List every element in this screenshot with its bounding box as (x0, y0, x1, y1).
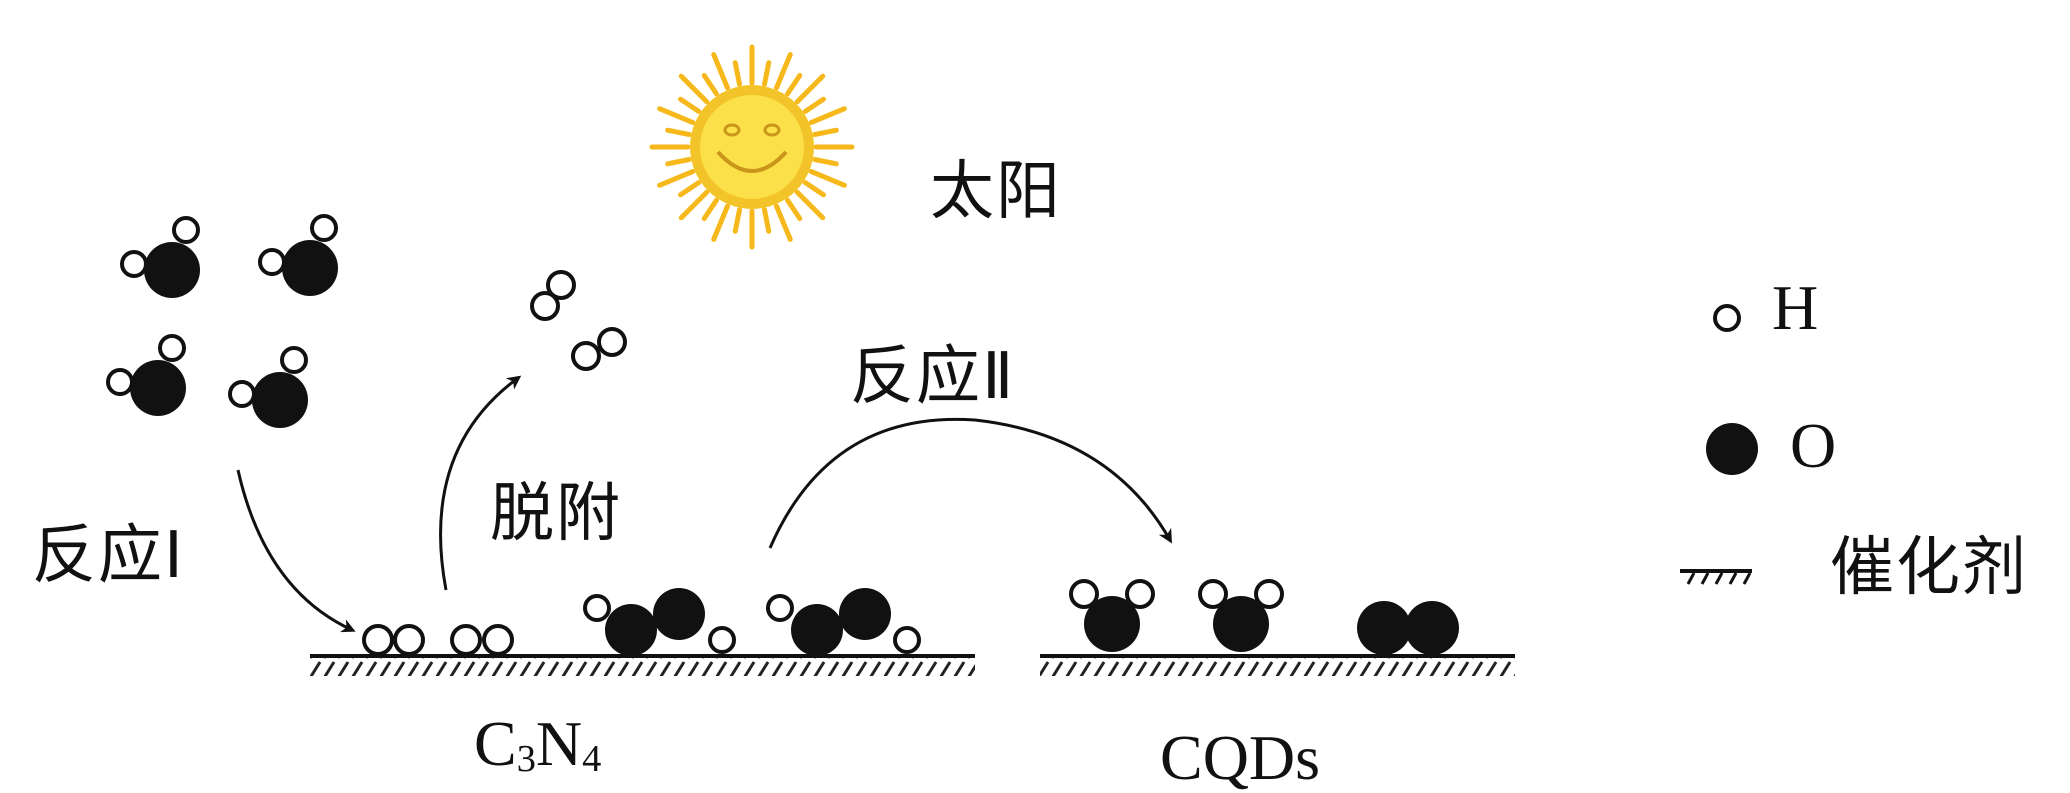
desorption-arrow (439, 375, 522, 591)
sun-ray (732, 60, 743, 87)
sun-ray (794, 73, 826, 105)
legend (1680, 304, 1758, 585)
reaction1-label: 反应Ⅰ (32, 519, 185, 593)
water-molecule (120, 216, 200, 298)
legend-oxygen-label: O (1790, 410, 1837, 481)
h2-molecule (571, 327, 627, 371)
water-molecule (106, 334, 186, 416)
sun-ray (701, 197, 719, 222)
sun-ray (665, 127, 692, 138)
reaction2-label: 反应Ⅱ (850, 340, 1016, 414)
legend-hydrogen-icon (1713, 304, 1741, 332)
sun-ray (812, 127, 839, 138)
sun-ray (812, 156, 839, 167)
sun-ray (808, 106, 847, 126)
sun-ray (808, 168, 847, 188)
sun-ray (761, 207, 772, 234)
sun-ray (678, 73, 710, 105)
oxygen-product (1357, 601, 1459, 655)
sun-ray (794, 189, 826, 221)
sun-ray (701, 72, 719, 97)
desorption-label: 脱附 (490, 477, 622, 551)
sun-ray (711, 203, 731, 242)
c3n4-label: C3N4 (474, 708, 602, 780)
h2o2-molecule (583, 588, 736, 656)
sun-ray (773, 203, 793, 242)
reaction1-arrow (236, 469, 356, 633)
adsorbed-h-atoms (362, 624, 514, 656)
water-product (1198, 579, 1284, 652)
sun-ray (678, 189, 710, 221)
water-molecule (228, 346, 308, 428)
legend-oxygen-icon (1706, 423, 1758, 475)
h2o2-molecule (766, 588, 921, 656)
sun-ray (773, 52, 793, 91)
legend-catalyst-label: 催化剂 (1830, 531, 2028, 605)
sun-ray (665, 156, 692, 167)
sun-ray (802, 180, 827, 198)
sun-ray (732, 207, 743, 234)
sun-ray (677, 180, 702, 198)
water-product (1069, 579, 1155, 652)
sun-ray (802, 96, 827, 114)
sun-ray (677, 96, 702, 114)
sun-ray (657, 168, 696, 188)
hydrogen-molecules-group (530, 270, 627, 371)
reaction2-arrow (768, 417, 1172, 549)
h2-molecule (530, 270, 576, 321)
legend-catalyst-icon (1680, 569, 1752, 585)
sun-ray (785, 72, 803, 97)
cqds-surface (1040, 654, 1515, 676)
sun-label: 太阳 (930, 155, 1062, 229)
c3n4-surface (310, 654, 975, 676)
water-molecule (258, 214, 338, 296)
sun-ray (785, 197, 803, 222)
sun-icon (649, 44, 855, 250)
sun-ray (761, 60, 772, 87)
sun-ray (657, 106, 696, 126)
legend-hydrogen-label: H (1772, 272, 1819, 343)
cqds-label: CQDs (1160, 722, 1321, 793)
water-molecules-group (106, 214, 338, 428)
sun-ray (711, 52, 731, 91)
